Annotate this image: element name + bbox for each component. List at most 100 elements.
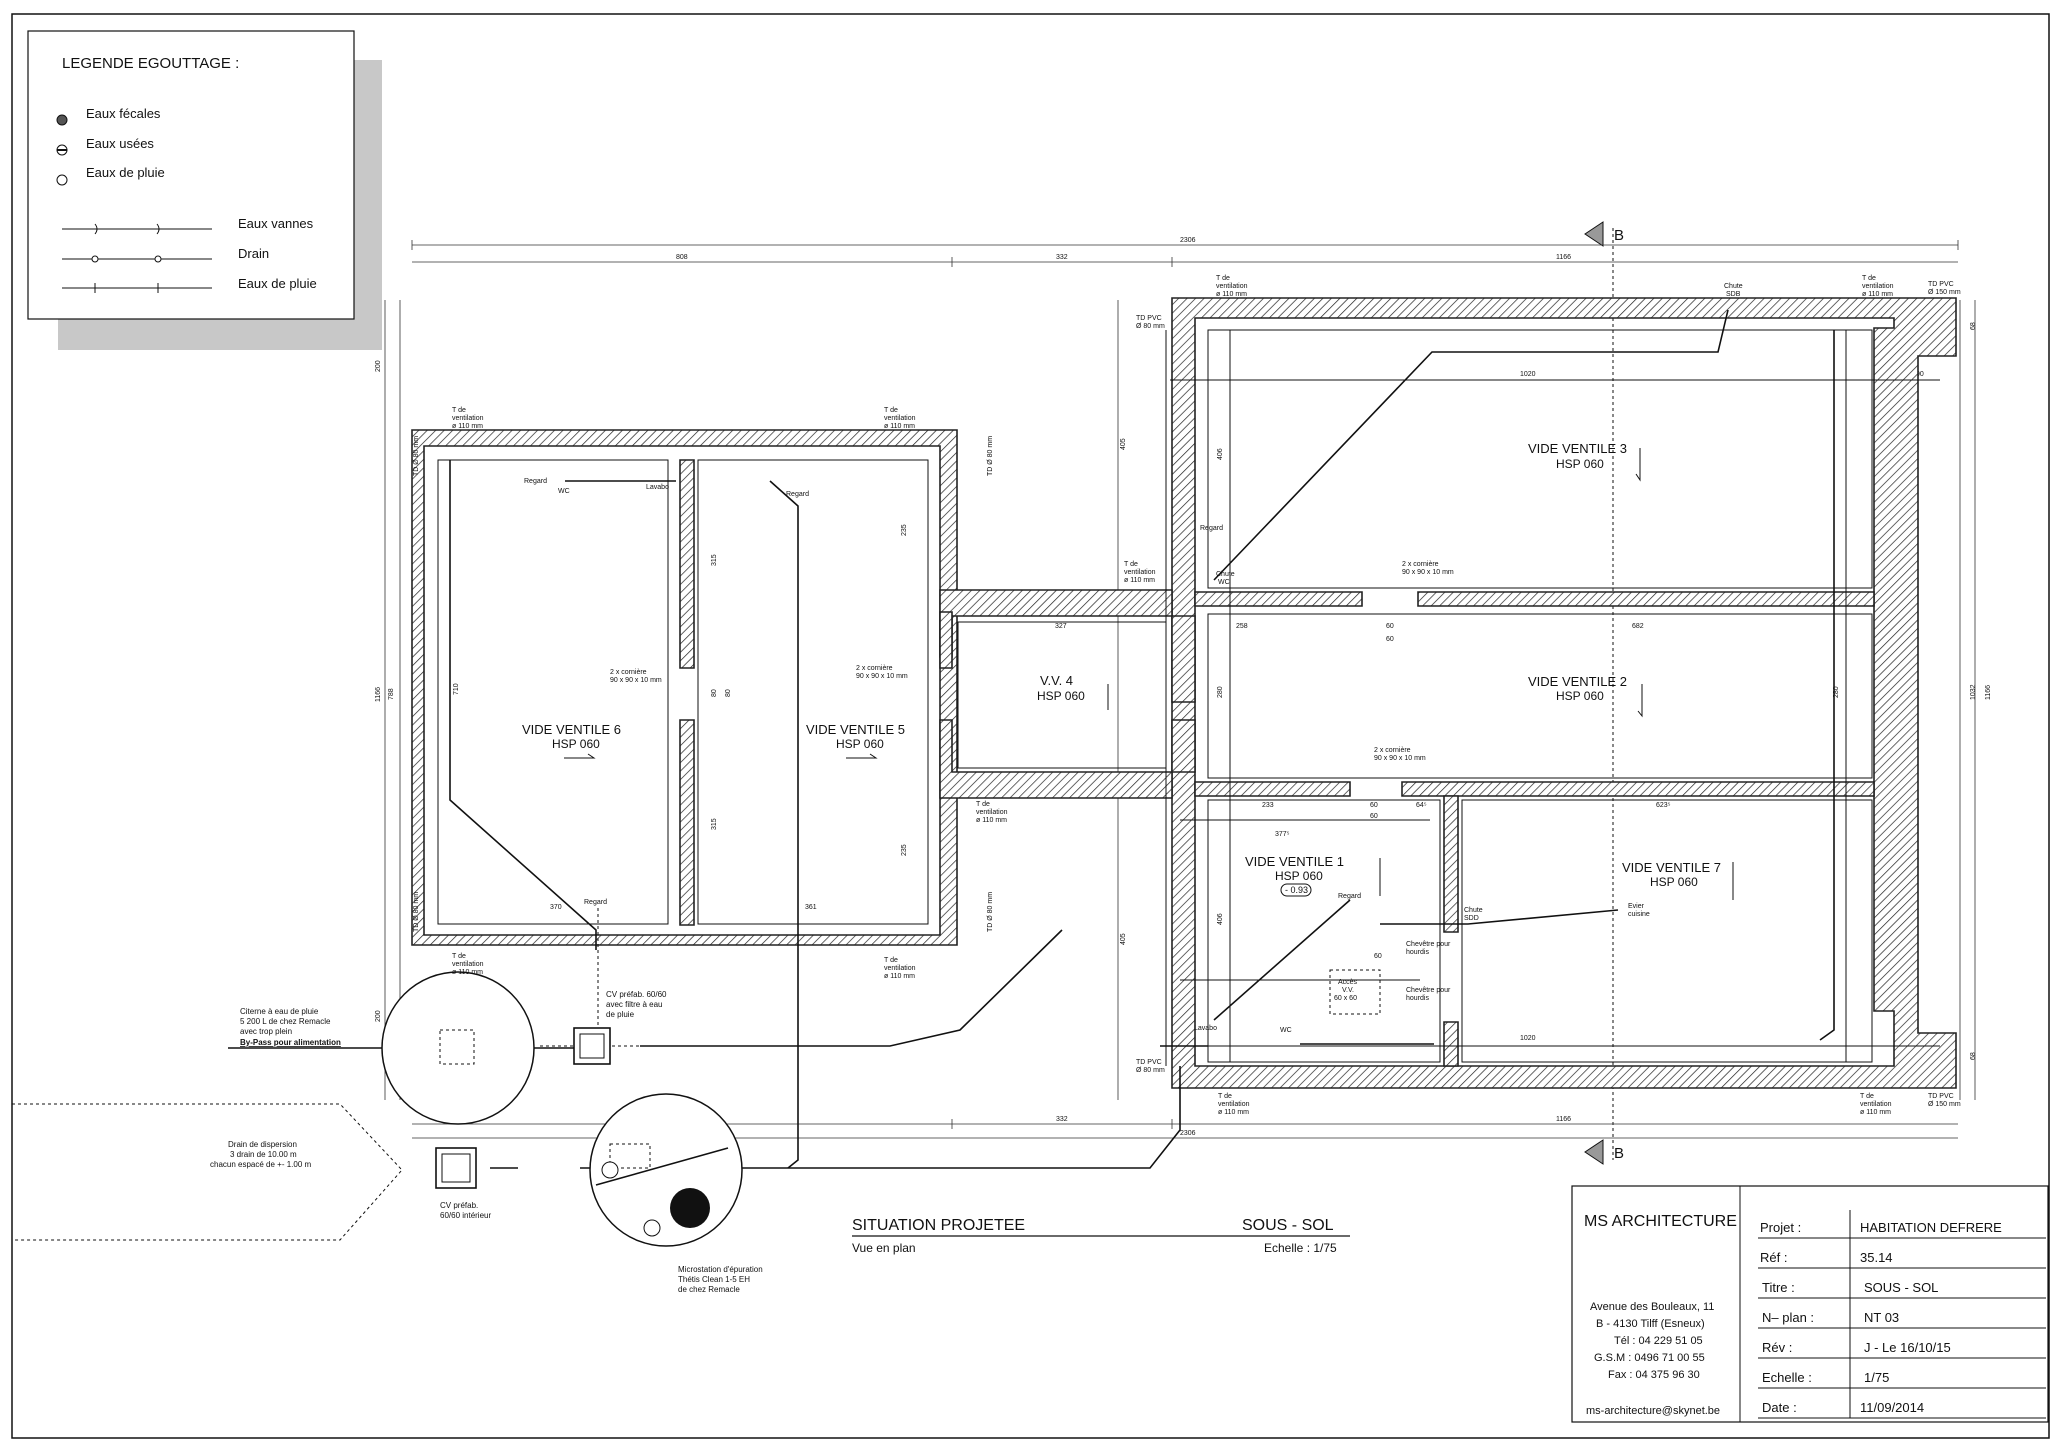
value-date: 11/09/2014 — [1860, 1400, 1924, 1415]
svg-text:5 200 L de chez Remacle: 5 200 L de chez Remacle — [240, 1017, 331, 1026]
svg-text:Chevêtre pour: Chevêtre pour — [1406, 987, 1451, 994]
svg-text:chacun espacé de +- 1.00 m: chacun espacé de +- 1.00 m — [210, 1160, 312, 1169]
drain-dispersion — [12, 1103, 403, 1241]
label-projet: Projet : — [1760, 1220, 1801, 1235]
room-vv1-hsp: HSP 060 — [1275, 869, 1323, 883]
label-titre: Titre : — [1762, 1280, 1795, 1295]
svg-text:1166: 1166 — [1556, 1116, 1571, 1123]
svg-text:Ø 80 mm: Ø 80 mm — [1136, 1067, 1165, 1074]
svg-text:G.S.M : 0496 71 00 55: G.S.M : 0496 71 00 55 — [1594, 1352, 1705, 1364]
svg-text:Tél : 04 229 51 05: Tél : 04 229 51 05 — [1614, 1335, 1703, 1347]
value-echelle: 1/75 — [1864, 1370, 1889, 1385]
svg-text:T de: T de — [976, 801, 990, 808]
svg-text:T de: T de — [1860, 1093, 1874, 1100]
walls — [411, 297, 1957, 1089]
svg-text:80: 80 — [725, 689, 732, 697]
svg-text:90 x 90 x 10 mm: 90 x 90 x 10 mm — [610, 677, 662, 684]
room-vv5: VIDE VENTILE 5 — [806, 722, 905, 737]
label-echelle: Echelle : — [1762, 1370, 1812, 1385]
svg-text:60: 60 — [1370, 802, 1378, 809]
svg-text:80: 80 — [711, 689, 718, 697]
svg-text:T de: T de — [884, 407, 898, 414]
svg-text:2 x cornière: 2 x cornière — [1402, 561, 1439, 568]
svg-text:1166: 1166 — [1985, 685, 1992, 700]
svg-text:WC: WC — [1218, 579, 1230, 586]
svg-text:Citerne à eau de pluie: Citerne à eau de pluie — [240, 1007, 319, 1016]
svg-text:Regard: Regard — [584, 899, 607, 906]
svg-text:623⁵: 623⁵ — [1656, 802, 1671, 809]
svg-text:710: 710 — [453, 683, 460, 695]
svg-text:Ø 80 mm: Ø 80 mm — [1136, 323, 1165, 330]
svg-text:60: 60 — [1386, 623, 1394, 630]
svg-text:ø 110 mm: ø 110 mm — [1124, 577, 1155, 584]
svg-text:ventilation: ventilation — [452, 961, 484, 968]
room-vv2-hsp: HSP 060 — [1556, 689, 1604, 703]
svg-text:B: B — [1614, 1145, 1624, 1162]
svg-text:ø 110 mm: ø 110 mm — [1216, 291, 1247, 298]
legend-rain: Eaux de pluie — [86, 165, 165, 180]
legend-title: LEGENDE EGOUTTAGE : — [62, 55, 239, 72]
svg-text:361: 361 — [805, 904, 817, 911]
svg-text:235: 235 — [901, 844, 908, 856]
svg-text:Regard: Regard — [786, 491, 809, 498]
svg-text:T de: T de — [1124, 561, 1138, 568]
svg-text:332: 332 — [1056, 254, 1068, 261]
svg-text:Chute: Chute — [1724, 283, 1743, 290]
svg-text:68: 68 — [1970, 322, 1977, 330]
svg-text:1020: 1020 — [1520, 1035, 1536, 1042]
svg-text:60/60 intérieur: 60/60 intérieur — [440, 1211, 491, 1220]
legend-drain: Drain — [238, 246, 269, 261]
svg-text:332: 332 — [1056, 1116, 1068, 1123]
svg-text:T de: T de — [452, 953, 466, 960]
svg-text:377⁵: 377⁵ — [1275, 831, 1290, 838]
value-nplan: NT 03 — [1864, 1310, 1899, 1325]
svg-text:cuisine: cuisine — [1628, 911, 1650, 918]
room-vv4-hsp: HSP 060 — [1037, 689, 1085, 703]
legend-rain-line: Eaux de pluie — [238, 276, 317, 291]
svg-text:233: 233 — [1262, 802, 1274, 809]
svg-text:T de: T de — [1862, 275, 1876, 282]
value-projet: HABITATION DEFRERE — [1860, 1220, 2002, 1235]
svg-text:Lavabo: Lavabo — [1194, 1025, 1217, 1032]
title-block-rows: Projet : HABITATION DEFRERE Réf : 35.14 … — [1758, 1210, 2046, 1419]
svg-text:Regard: Regard — [1338, 893, 1361, 900]
firm-name: MS ARCHITECTURE — [1584, 1213, 1737, 1230]
svg-text:hourdis: hourdis — [1406, 949, 1429, 956]
label-ref: Réf : — [1760, 1250, 1787, 1265]
svg-text:2306: 2306 — [1180, 237, 1196, 244]
svg-text:T de: T de — [1218, 1093, 1232, 1100]
label-rev: Rév : — [1762, 1340, 1792, 1355]
svg-text:68: 68 — [1970, 1052, 1977, 1060]
svg-text:2 x cornière: 2 x cornière — [1374, 747, 1411, 754]
svg-text:ventilation: ventilation — [1124, 569, 1156, 576]
svg-text:64⁵: 64⁵ — [1416, 802, 1427, 809]
svg-text:ventilation: ventilation — [976, 809, 1008, 816]
svg-text:90 x 90 x 10 mm: 90 x 90 x 10 mm — [856, 673, 908, 680]
svg-text:ø 110 mm: ø 110 mm — [976, 817, 1007, 824]
value-titre: SOUS - SOL — [1864, 1280, 1938, 1295]
svg-text:ø 110 mm: ø 110 mm — [1862, 291, 1893, 298]
label-nplan: N– plan : — [1762, 1310, 1814, 1325]
svg-text:T de: T de — [452, 407, 466, 414]
svg-text:Chute: Chute — [1216, 571, 1235, 578]
svg-text:hourdis: hourdis — [1406, 995, 1429, 1002]
svg-text:1032: 1032 — [1970, 684, 1977, 700]
svg-text:Chevêtre pour: Chevêtre pour — [1406, 941, 1451, 948]
svg-text:WC: WC — [558, 488, 570, 495]
drain-line-icon — [91, 255, 99, 263]
svg-text:315: 315 — [711, 818, 718, 830]
svg-text:200: 200 — [375, 360, 382, 372]
inspection-chamber-filter — [573, 1027, 611, 1065]
svg-text:Drain de dispersion: Drain de dispersion — [228, 1140, 297, 1149]
svg-text:ventilation: ventilation — [1860, 1101, 1892, 1108]
room-vv3: VIDE VENTILE 3 — [1528, 441, 1627, 456]
svg-text:90 x 90 x 10 mm: 90 x 90 x 10 mm — [1402, 569, 1454, 576]
room-vv6: VIDE VENTILE 6 — [522, 722, 621, 737]
svg-text:406: 406 — [1217, 448, 1224, 460]
svg-text:TD Ø 80 mm: TD Ø 80 mm — [413, 436, 420, 476]
svg-text:T de: T de — [1216, 275, 1230, 282]
svg-text:258: 258 — [1236, 623, 1248, 630]
svg-text:Evier: Evier — [1628, 903, 1645, 910]
svg-text:By-Pass pour alimentation: By-Pass pour alimentation — [240, 1038, 341, 1047]
